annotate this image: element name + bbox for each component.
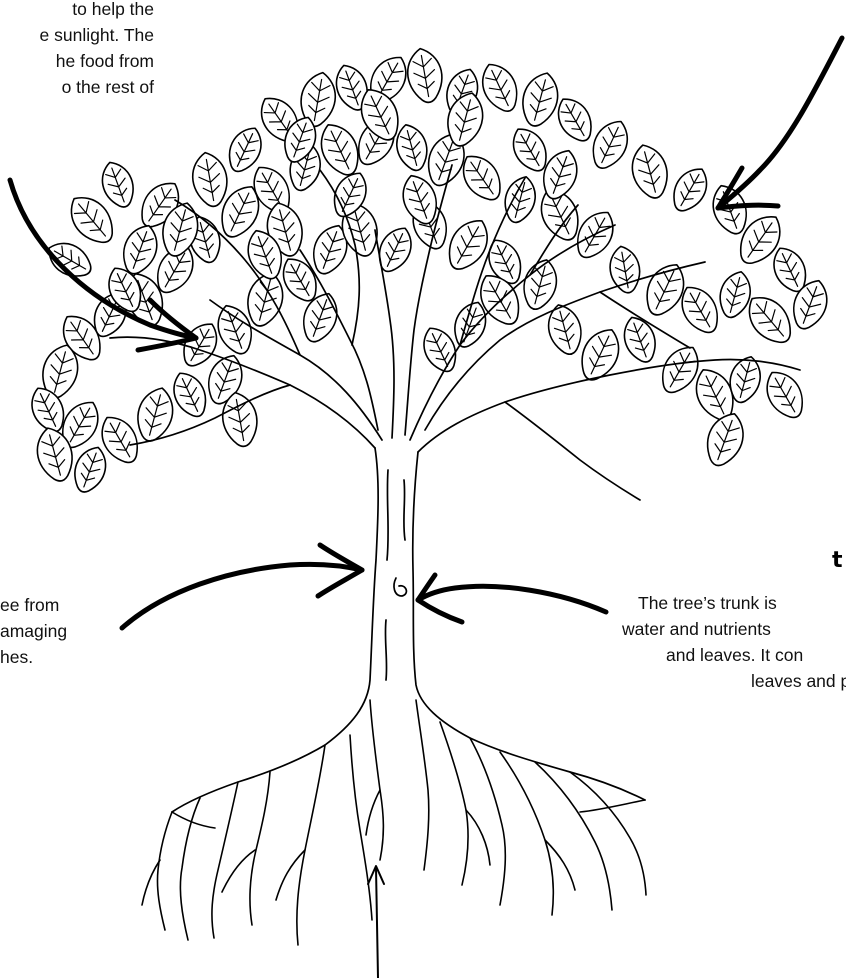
tree-canopy [25, 46, 834, 497]
leaf-icon [96, 157, 139, 211]
leaf-icon [404, 46, 447, 106]
leaf-icon [626, 141, 673, 202]
tree-roots [142, 700, 646, 945]
leaf-icon [500, 173, 540, 226]
leaf-icon [189, 150, 232, 210]
arrow-to-leaves-right-icon [718, 38, 842, 208]
leaf-icon [543, 301, 587, 358]
leaf-icon [666, 162, 715, 217]
leaf-icon [518, 256, 562, 313]
leaf-icon [440, 212, 497, 276]
leaf-icon [618, 312, 661, 366]
leaf-icon [517, 69, 564, 130]
arrow-to-roots [368, 866, 384, 978]
leaf-icon [700, 408, 750, 471]
leaf-icon [585, 115, 635, 174]
arrow-to-trunk-icon [418, 586, 606, 612]
leaf-icon [68, 442, 111, 496]
leaf-icon [167, 367, 213, 422]
arrow-to-roots-icon [376, 868, 378, 978]
arrow-to-bark-icon [122, 564, 362, 628]
leaf-icon [758, 365, 811, 425]
